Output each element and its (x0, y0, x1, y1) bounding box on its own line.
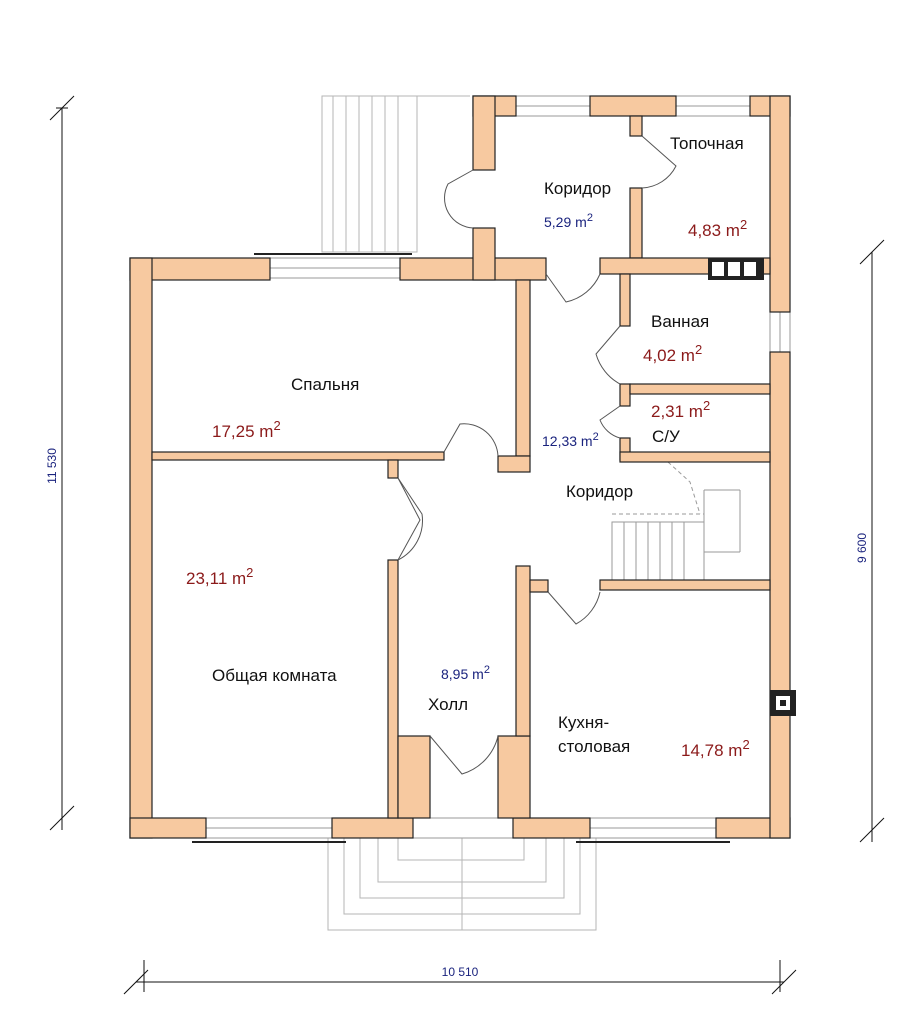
windows (205, 95, 791, 839)
top-porch-steps (321, 95, 470, 253)
room-area-bedroom: 17,25 m2 (212, 418, 281, 441)
room-area-boiler: 4,83 m2 (688, 217, 747, 240)
room-area-kitchen: 14,78 m2 (681, 737, 750, 760)
bottom-porch-steps (327, 837, 597, 931)
room-area-wc: 2,31 m2 (651, 398, 710, 421)
room-name-hall: Холл (428, 695, 468, 714)
dim-total-width: 10 510 (442, 965, 479, 979)
dim-total-height: 11 530 (45, 448, 59, 484)
dim-right-height: 9 600 (855, 533, 869, 563)
dimension-lines (49, 95, 885, 995)
room-name-kitchen-line1: Кухня- (558, 713, 609, 732)
room-name-kitchen-line2: столовая (558, 737, 630, 756)
stove-icon (708, 258, 764, 280)
room-area-corridor-main: 12,33 m2 (542, 431, 599, 449)
doors (397, 135, 677, 775)
room-name-bedroom: Спальня (291, 375, 359, 394)
interior-stairs (611, 461, 741, 581)
room-area-living: 23,11 m2 (186, 565, 253, 588)
room-name-corridor-top: Коридор (544, 179, 611, 198)
chimney-icon (770, 690, 796, 716)
room-area-hall: 8,95 m2 (441, 664, 490, 682)
room-name-wc: С/У (652, 427, 680, 446)
room-name-boiler: Топочная (670, 134, 744, 153)
window-sills (192, 253, 730, 843)
room-name-living: Общая комната (212, 666, 337, 685)
room-area-corridor-top: 5,29 m2 (544, 212, 593, 230)
room-area-bath: 4,02 m2 (643, 342, 702, 365)
room-name-corridor-main: Коридор (566, 482, 633, 501)
room-name-bath: Ванная (651, 312, 709, 331)
walls (129, 95, 791, 839)
